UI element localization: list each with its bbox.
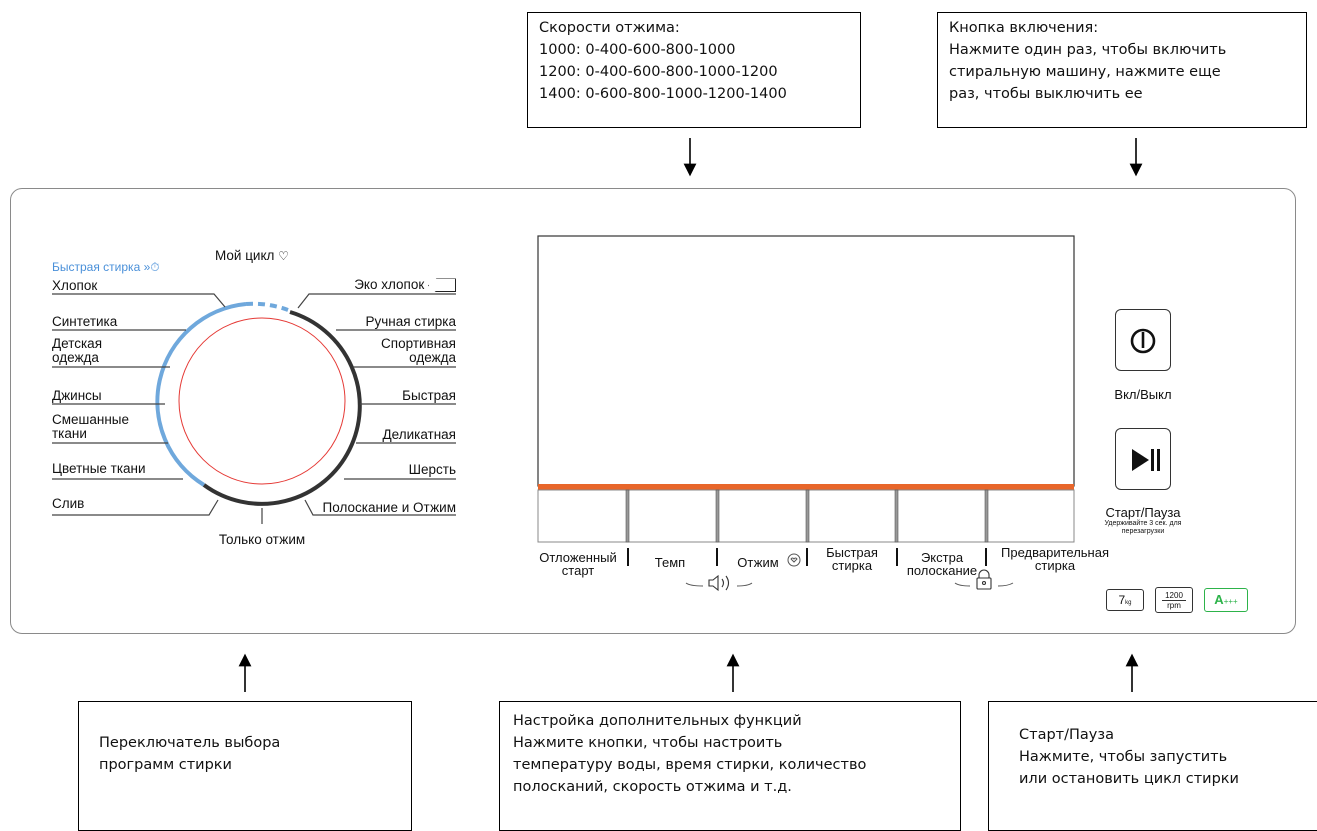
spin-only-label: Только отжим (218, 532, 306, 547)
my-cycle-icon-spin (787, 553, 801, 567)
dial-left-synthetics: Синтетика (52, 314, 118, 329)
display-orange-bar (538, 484, 1074, 490)
start-pause-button[interactable] (1115, 428, 1171, 490)
quick-wash-button[interactable]: Быстрая стирка (826, 545, 878, 573)
dial-right-wool: Шерсть (408, 462, 456, 477)
quick-wash-label: Быстрая стирка »⏱ (52, 260, 160, 274)
function-dividers (625, 489, 989, 543)
dial-right-sport: Спортивная одежда (381, 336, 456, 365)
power-icon (1130, 328, 1156, 354)
startpause-callout-line: Нажмите, чтобы запустить (1019, 749, 1228, 765)
dial-right-eco: Эко хлопок (354, 277, 456, 293)
dial-right-quick: Быстрая (402, 388, 456, 403)
start-pause-callout: Старт/Пауза Нажмите, чтобы запустить или… (988, 701, 1317, 831)
capacity-badge: 7kg (1106, 589, 1144, 611)
power-callout-line: стиральную машину, нажмите еще (949, 64, 1221, 80)
prewash-button[interactable]: Предварительная стирка (1001, 545, 1109, 573)
panel-graphics (52, 138, 1143, 692)
power-label: Вкл/Выкл (1114, 387, 1172, 402)
sound-combo-bracket (685, 582, 1014, 587)
power-button[interactable] (1115, 309, 1171, 371)
sound-icon (708, 574, 730, 592)
dial-arc-dark (202, 310, 362, 506)
child-lock-icon (976, 569, 992, 590)
temp-button[interactable]: Темп (654, 555, 686, 570)
program-selector-callout: Переключатель выбора программ стирки (78, 701, 412, 831)
capacity-value: 7 (1118, 593, 1126, 607)
functions-callout-line: Нажмите кнопки, чтобы настроить (513, 735, 783, 751)
dial-left-drain: Слив (52, 496, 85, 511)
capacity-unit: kg (1125, 600, 1132, 606)
dial-right-delicate: Деликатная (382, 427, 457, 442)
display-screen (537, 235, 1075, 487)
energy-letter: A (1214, 592, 1224, 607)
quick-wash-icon: »⏱ (143, 260, 160, 274)
selector-callout-line: Переключатель выбора (99, 735, 281, 751)
control-panel (10, 188, 1296, 634)
my-cycle-label: Мой цикл ♡ (215, 248, 289, 264)
start-pause-label: Старт/Пауза (1105, 505, 1181, 520)
functions-callout-line: температуру воды, время стирки, количест… (513, 757, 867, 773)
dial-right-hand: Ручная стирка (365, 314, 456, 329)
dial-right-rinse-spin: Полоскание и Отжим (322, 500, 456, 515)
spin-speeds-callout: Скорости отжима: 1000: 0-400-600-800-100… (527, 12, 861, 128)
my-cycle-icon: ♡ (278, 249, 289, 263)
functions-callout-line: полосканий, скорость отжима и т.д. (513, 779, 792, 795)
eco-cotton-text: Эко хлопок (354, 277, 425, 292)
dial-left-jeans: Джинсы (52, 388, 102, 403)
rpm-value: 1200 (1162, 591, 1186, 601)
dial-left-mixed: Смешанные ткани (52, 412, 129, 441)
reset-hint: Удерживайте 3 сек. для перезагрузки (1104, 520, 1182, 535)
rpm-badge: 1200 rpm (1155, 587, 1193, 613)
energy-plus: +++ (1223, 597, 1238, 606)
label-separators (627, 548, 987, 566)
dial-arc-blue (155, 302, 247, 487)
eco-tag-icon (428, 278, 456, 293)
program-dial[interactable] (155, 301, 362, 506)
functions-callout: Настройка дополнительных функций Нажмите… (499, 701, 961, 831)
dial-leaders-left (52, 293, 263, 524)
spin-callout-line: 1400: 0-600-800-1000-1200-1400 (539, 86, 787, 102)
dial-left-colors: Цветные ткани (52, 461, 146, 476)
functions-callout-line: Настройка дополнительных функций (513, 713, 802, 729)
power-callout-line: Кнопка включения: (949, 20, 1099, 36)
dial-inner-ring (178, 317, 346, 485)
my-cycle-text: Мой цикл (215, 248, 275, 263)
delay-start-button[interactable]: Отложенный старт (539, 550, 617, 578)
power-button-callout: Кнопка включения: Нажмите один раз, чтоб… (937, 12, 1307, 128)
dial-left-cotton: Хлопок (52, 278, 98, 293)
power-callout-line: раз, чтобы выключить ее (949, 86, 1143, 102)
dial-leaders-right (297, 293, 456, 516)
quick-wash-text: Быстрая стирка (52, 260, 141, 274)
spin-button[interactable]: Отжим (737, 555, 779, 570)
rpm-unit: rpm (1167, 601, 1181, 610)
dial-arc-dashed (245, 301, 289, 312)
startpause-callout-line: Старт/Пауза (1019, 727, 1114, 743)
play-pause-icon (1132, 449, 1160, 471)
spin-callout-line: 1000: 0-400-600-800-1000 (539, 42, 736, 58)
selector-callout-line: программ стирки (99, 757, 232, 773)
spin-callout-line: Скорости отжима: (539, 20, 680, 36)
energy-class-badge: A+++ (1204, 588, 1248, 612)
extra-rinse-button[interactable]: Экстра полоскание (906, 550, 978, 578)
startpause-callout-line: или остановить цикл стирки (1019, 771, 1239, 787)
dial-left-baby: Детская одежда (52, 336, 103, 365)
power-callout-line: Нажмите один раз, чтобы включить (949, 42, 1227, 58)
spin-callout-line: 1200: 0-400-600-800-1000-1200 (539, 64, 778, 80)
